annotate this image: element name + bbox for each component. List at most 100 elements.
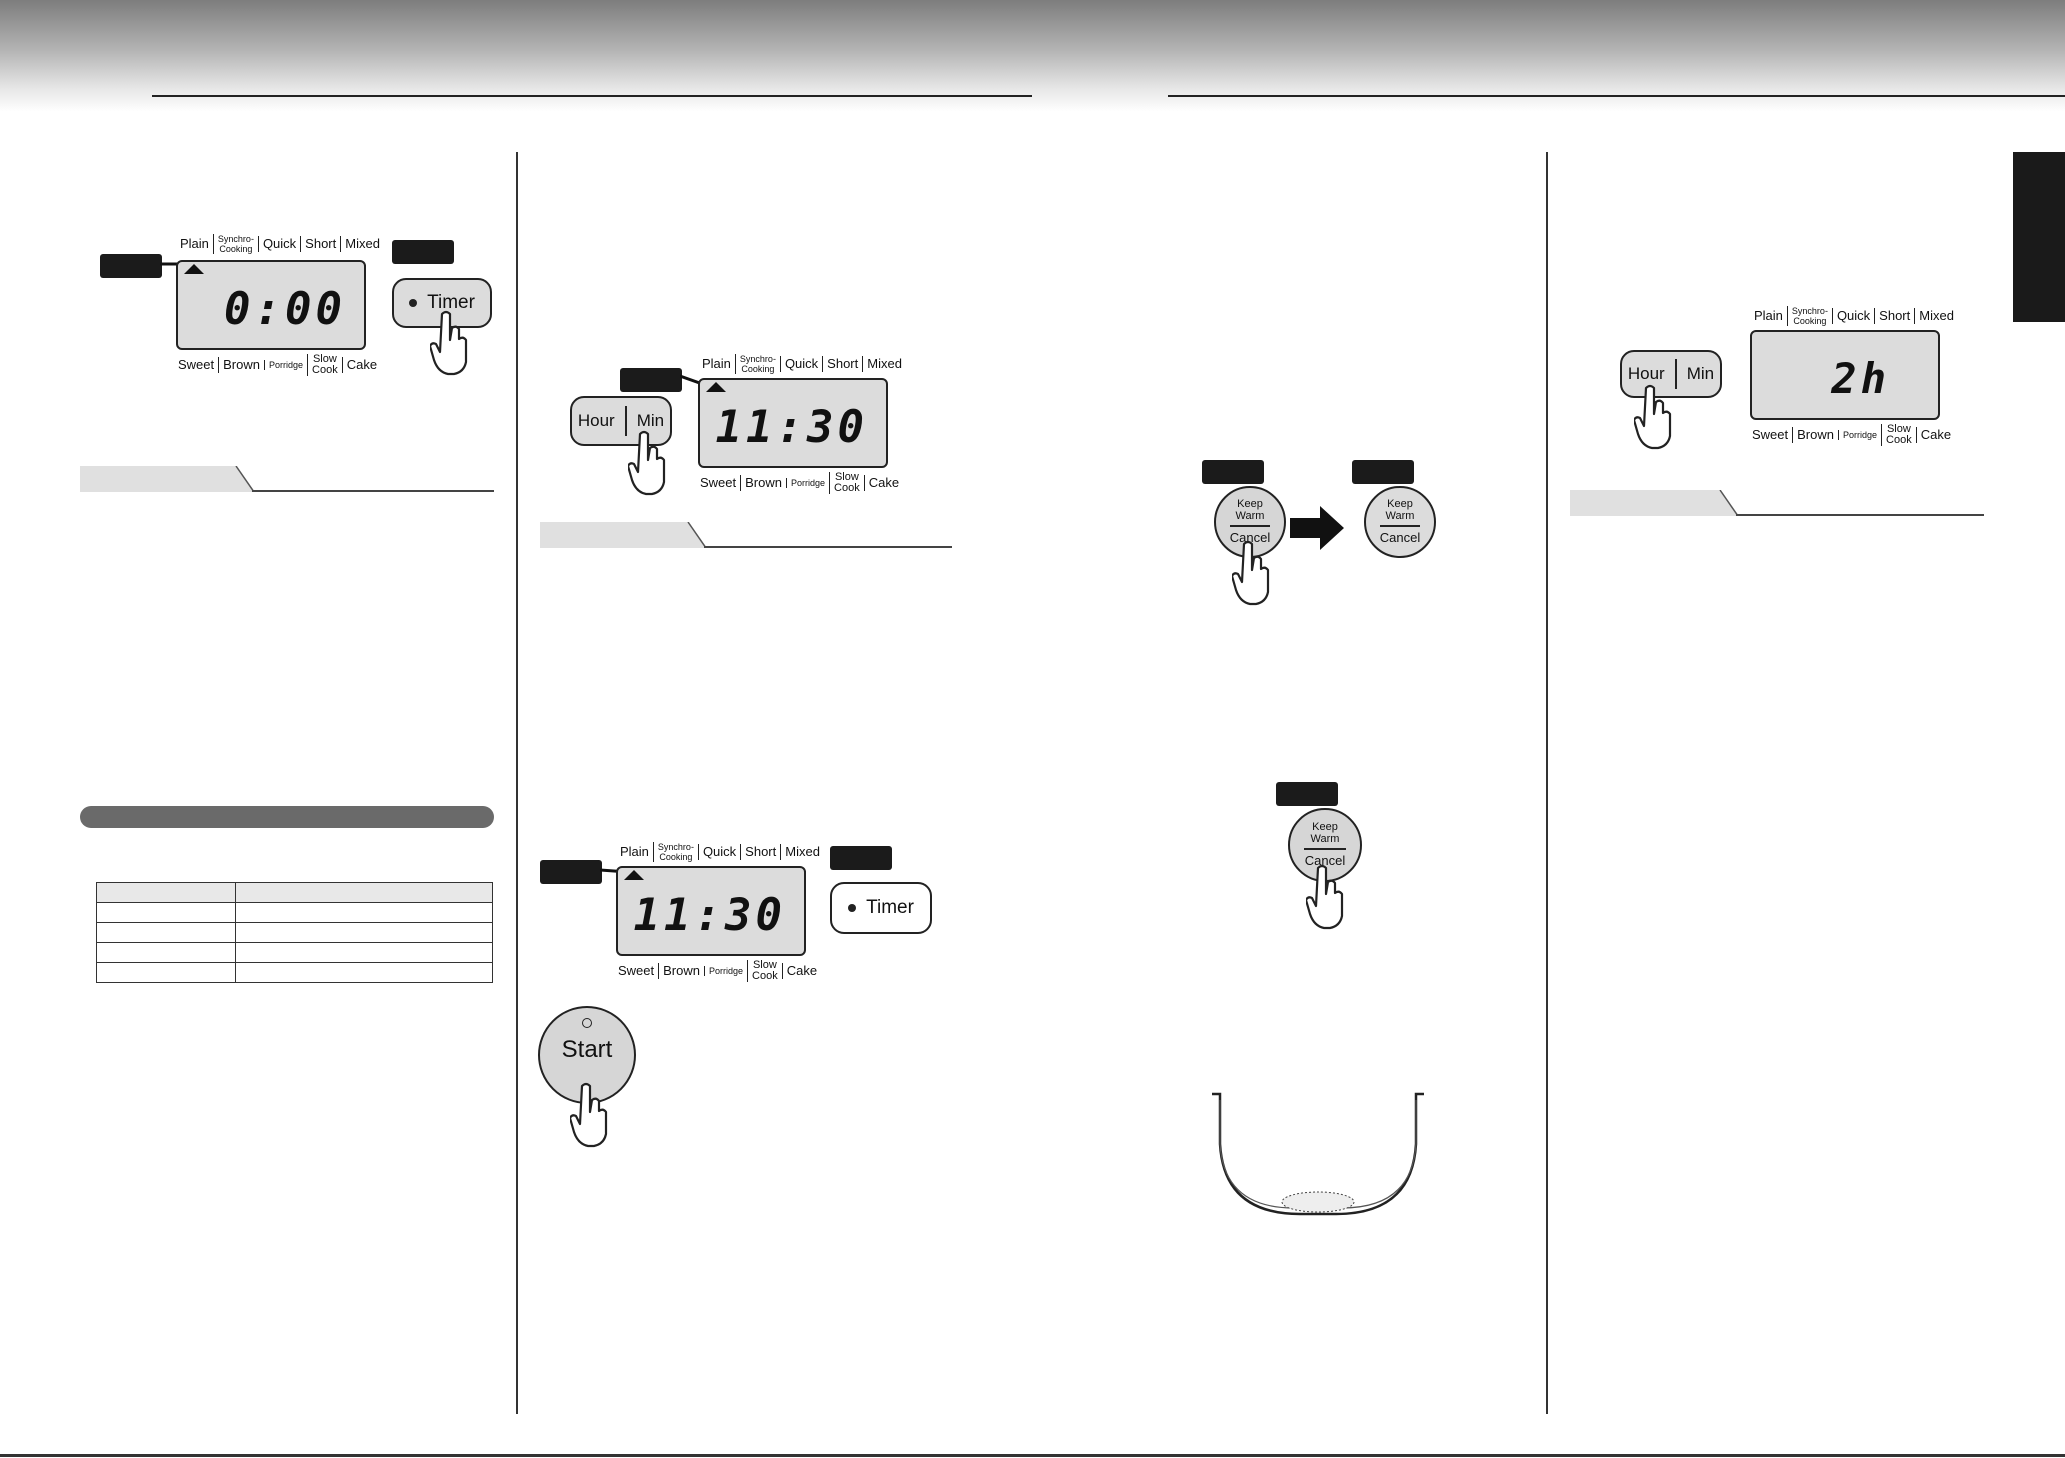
mode-quick: Quick bbox=[779, 356, 822, 372]
lcd-bottom-mode-labels: Sweet Brown Porridge Slow Cook Cake bbox=[696, 472, 903, 494]
section-banner bbox=[80, 806, 494, 828]
table-row bbox=[96, 942, 493, 963]
mode-sweet: Sweet bbox=[618, 963, 655, 978]
mode-porridge: Porridge bbox=[786, 478, 829, 488]
lcd-indicator-arrow bbox=[184, 264, 204, 274]
mode-quick: Quick bbox=[257, 236, 300, 252]
mode-mixed: Mixed bbox=[340, 236, 384, 252]
table-row bbox=[96, 922, 493, 943]
mode-plain: Plain bbox=[1754, 308, 1783, 323]
mode-mixed: Mixed bbox=[862, 356, 906, 372]
callout-label bbox=[100, 254, 162, 278]
mode-sweet: Sweet bbox=[1752, 427, 1789, 442]
lcd-bottom-mode-labels: Sweet Brown Porridge Slow Cook Cake bbox=[614, 960, 821, 982]
lcd-indicator-arrow bbox=[624, 870, 644, 880]
mode-brown: Brown bbox=[1792, 427, 1838, 443]
mode-mixed: Mixed bbox=[780, 844, 824, 860]
mode-plain: Plain bbox=[180, 236, 209, 251]
pressing-hand-icon bbox=[1306, 864, 1344, 930]
section-heading-tab bbox=[1570, 490, 1984, 516]
min-button[interactable]: Min bbox=[1686, 364, 1715, 383]
mode-plain: Plain bbox=[702, 356, 731, 371]
keep-warm-cancel-button[interactable]: Keep Warm Cancel bbox=[1364, 486, 1436, 558]
hour-button[interactable]: Hour bbox=[577, 411, 615, 430]
callout-label bbox=[830, 846, 892, 870]
mode-slow-cook: Slow Cook bbox=[747, 960, 782, 982]
lcd-screen: 2h bbox=[1750, 330, 1940, 420]
inner-pot-illustration bbox=[1212, 1092, 1424, 1216]
mode-cake: Cake bbox=[1915, 427, 1955, 443]
lcd-screen: 11:30 bbox=[698, 378, 888, 468]
lcd-hours-readout: 2h bbox=[1831, 354, 1890, 403]
cancel-label: Cancel bbox=[1229, 529, 1271, 545]
mode-slow-cook: Slow Cook bbox=[829, 472, 864, 494]
start-button-label: Start bbox=[561, 1036, 613, 1063]
pressing-hand-icon bbox=[430, 310, 468, 376]
timer-button-label: Timer bbox=[427, 292, 475, 313]
mode-porridge: Porridge bbox=[264, 360, 307, 370]
hour-min-button[interactable]: Hour Min bbox=[1620, 350, 1722, 398]
lcd-time-readout: 11:30 bbox=[715, 402, 868, 453]
mode-cake: Cake bbox=[341, 357, 381, 373]
mode-quick: Quick bbox=[1831, 308, 1874, 324]
lcd-display-timer: Plain Synchro- Cooking Quick Short Mixed… bbox=[100, 230, 380, 380]
mode-short: Short bbox=[822, 356, 862, 372]
hour-min-button[interactable]: Hour Min bbox=[570, 396, 672, 446]
table-row bbox=[96, 902, 493, 923]
lcd-display-time: Plain Synchro- Cooking Quick Short Mixed… bbox=[620, 350, 902, 500]
right-page-rule bbox=[1168, 95, 2065, 97]
section-heading-tab bbox=[80, 466, 494, 492]
footer-rule bbox=[0, 1454, 2065, 1457]
lcd-bottom-mode-labels: Sweet Brown Porridge Slow Cook Cake bbox=[174, 354, 381, 376]
mode-short: Short bbox=[1874, 308, 1914, 324]
mode-sweet: Sweet bbox=[178, 357, 215, 372]
lcd-bottom-mode-labels: Sweet Brown Porridge Slow Cook Cake bbox=[1748, 424, 1955, 446]
pressing-hand-icon bbox=[570, 1082, 608, 1148]
column-divider bbox=[1546, 152, 1548, 1414]
timer-button-label: Timer bbox=[866, 897, 914, 918]
keep-warm-label: Keep Warm bbox=[1235, 498, 1265, 522]
keep-warm-label: Keep Warm bbox=[1310, 821, 1340, 845]
pressing-hand-icon bbox=[628, 430, 666, 496]
mode-slow-cook: Slow Cook bbox=[1881, 424, 1916, 446]
lcd-display-time-confirm: Plain Synchro- Cooking Quick Short Mixed… bbox=[540, 838, 820, 988]
lcd-screen: 11:30 bbox=[616, 866, 806, 956]
info-table bbox=[96, 882, 493, 983]
timer-button[interactable]: Timer bbox=[830, 882, 932, 934]
mode-brown: Brown bbox=[218, 357, 264, 373]
mode-synchro: Synchro- Cooking bbox=[652, 842, 698, 862]
lcd-top-mode-labels: Plain Synchro- Cooking Quick Short Mixed bbox=[616, 842, 824, 862]
mode-short: Short bbox=[300, 236, 340, 252]
callout-label bbox=[392, 240, 454, 264]
mode-brown: Brown bbox=[740, 475, 786, 491]
lcd-top-mode-labels: Plain Synchro- Cooking Quick Short Mixed bbox=[698, 354, 906, 374]
mode-cake: Cake bbox=[781, 963, 821, 979]
keep-warm-label: Keep Warm bbox=[1385, 498, 1415, 522]
pressing-hand-icon bbox=[1634, 384, 1672, 450]
indicator-dot-icon bbox=[409, 299, 418, 307]
lcd-top-mode-labels: Plain Synchro- Cooking Quick Short Mixed bbox=[176, 234, 384, 254]
column-divider bbox=[516, 152, 518, 1414]
mode-synchro: Synchro- Cooking bbox=[212, 234, 258, 254]
callout-label bbox=[620, 368, 682, 392]
mode-synchro: Synchro- Cooking bbox=[734, 354, 780, 374]
mode-slow-cook: Slow Cook bbox=[307, 354, 342, 376]
table-header-row bbox=[96, 882, 493, 903]
lcd-display-hours: Plain Synchro- Cooking Quick Short Mixed… bbox=[1674, 302, 1954, 452]
button-separator bbox=[1674, 359, 1677, 389]
lcd-top-mode-labels: Plain Synchro- Cooking Quick Short Mixed bbox=[1750, 306, 1958, 326]
chapter-tab bbox=[2013, 152, 2065, 322]
mode-porridge: Porridge bbox=[1838, 430, 1881, 440]
cancel-label: Cancel bbox=[1304, 852, 1346, 868]
callout-label bbox=[1202, 460, 1264, 484]
pressing-hand-icon bbox=[1232, 540, 1270, 606]
mode-short: Short bbox=[740, 844, 780, 860]
min-button[interactable]: Min bbox=[636, 411, 665, 430]
hour-button[interactable]: Hour bbox=[1627, 364, 1665, 383]
lcd-indicator-arrow bbox=[706, 382, 726, 392]
mode-cake: Cake bbox=[863, 475, 903, 491]
callout-label bbox=[540, 860, 602, 884]
mode-synchro: Synchro- Cooking bbox=[1786, 306, 1832, 326]
lcd-time-readout: 11:30 bbox=[633, 890, 786, 941]
cancel-label: Cancel bbox=[1379, 529, 1421, 545]
